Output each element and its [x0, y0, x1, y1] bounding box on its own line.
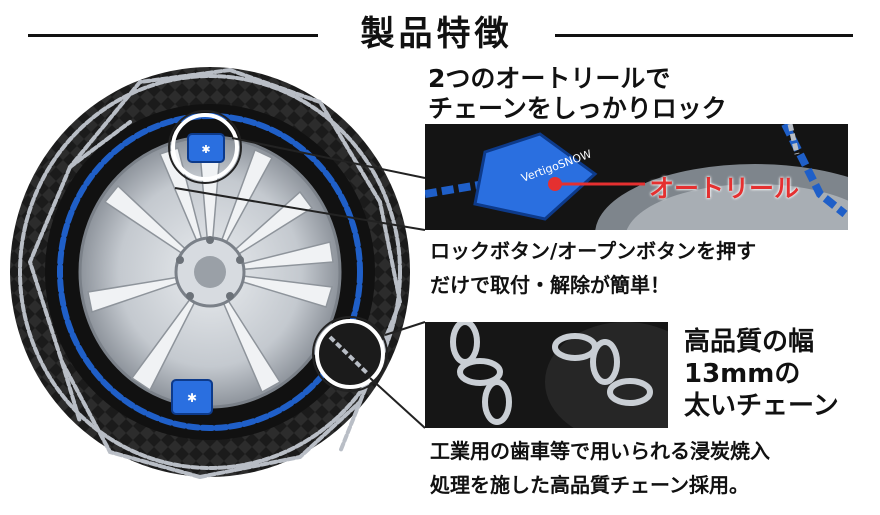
feature-chain-title-line2: 13mmの: [684, 359, 801, 389]
feature-reel-description: ロックボタン/オープンボタンを押す だけで取付・解除が簡単！: [430, 234, 850, 302]
page-title: 製品特徴: [360, 14, 513, 54]
chain-closeup-photo: [425, 322, 668, 428]
feature-reel-desc-line1: ロックボタン/オープンボタンを押す: [430, 239, 757, 263]
feature-reel-title: 2つのオートリールで チェーンをしっかりロック: [428, 64, 727, 124]
svg-text:✱: ✱: [201, 143, 210, 156]
tire-with-snow-chain-image: ✱ ✱: [10, 67, 410, 479]
reel-block: VertigoSNOW: [473, 132, 598, 221]
chain-detail-circle: [315, 319, 385, 389]
feature-chain-desc-line1: 工業用の歯車等で用いられる浸炭焼入: [430, 439, 770, 463]
feature-reel-title-line2: チェーンをしっかりロック: [428, 94, 727, 123]
auto-reel-label: オートリール: [649, 174, 800, 203]
feature-reel-title-line1: 2つのオートリールで: [428, 64, 671, 93]
feature-chain-title: 高品質の幅 13mmの 太いチェーン: [684, 326, 839, 422]
svg-text:✱: ✱: [187, 391, 197, 405]
feature-chain-desc-line2: 処理を施した高品質チェーン採用。: [430, 473, 749, 497]
header-rule-right: [555, 34, 853, 37]
feature-chain-title-line1: 高品質の幅: [684, 327, 815, 357]
feature-chain-description: 工業用の歯車等で用いられる浸炭焼入 処理を施した高品質チェーン採用。: [430, 434, 860, 502]
feature-reel-desc-line2: だけで取付・解除が簡単！: [430, 273, 670, 297]
auto-reel-bottom: ✱: [171, 379, 213, 415]
auto-reel-photo: VertigoSNOW: [425, 124, 848, 230]
header-rule-left: [28, 34, 318, 37]
feature-chain-title-line3: 太いチェーン: [684, 391, 839, 421]
